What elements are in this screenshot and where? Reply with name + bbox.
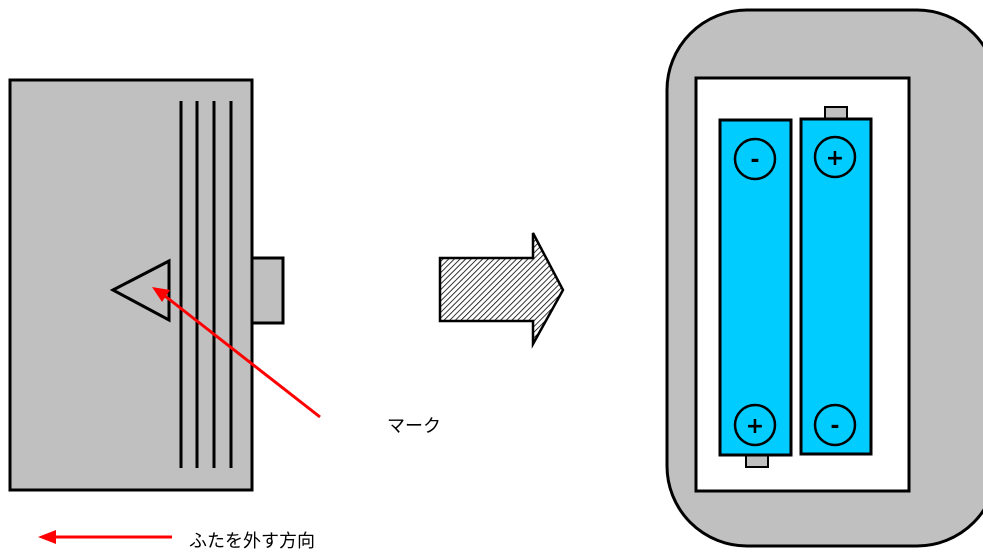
- battery-right-top-terminal-icon: [813, 135, 857, 179]
- mark-pointer-arrow: [152, 287, 321, 419]
- battery-right-bottom-terminal-icon: [813, 403, 857, 447]
- battery-right-terminal: [824, 106, 848, 120]
- mark-label: マーク: [387, 416, 441, 437]
- removal-direction-label: ふたを外す方向: [189, 531, 315, 552]
- battery-left-bottom-terminal-icon: [733, 403, 777, 447]
- battery-right: + -: [799, 106, 873, 456]
- battery-left-terminal: [745, 454, 769, 468]
- cover-tab: [248, 256, 285, 325]
- battery-right-top-sign: +: [826, 146, 844, 171]
- battery-left-top-terminal-icon: [733, 137, 777, 181]
- battery-right-bottom-sign: -: [830, 414, 839, 439]
- battery-left: - +: [718, 118, 793, 468]
- removal-direction-arrow: [38, 530, 172, 544]
- transition-arrow-icon: [438, 232, 565, 349]
- battery-cover-closed: [8, 78, 285, 492]
- battery-left-bottom-sign: +: [746, 414, 764, 439]
- battery-left-top-sign: -: [750, 148, 759, 173]
- grip-lines: [179, 101, 233, 468]
- battery-right-body: [799, 117, 873, 456]
- opened-battery-compartment: - + + -: [665, 8, 983, 548]
